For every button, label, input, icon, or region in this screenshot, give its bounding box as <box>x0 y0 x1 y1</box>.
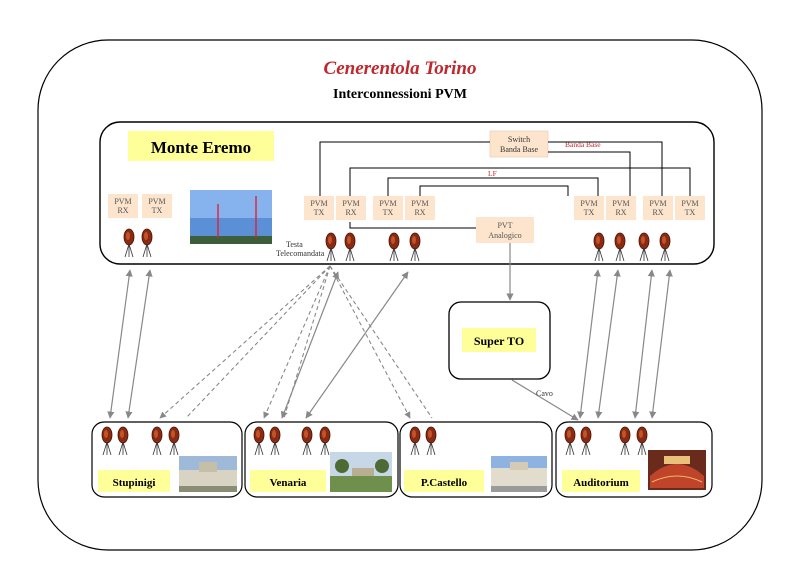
switch-label-line2: Banda Base <box>500 145 538 154</box>
site-auditorium: Auditorium <box>555 421 713 498</box>
dish-icon <box>409 232 421 262</box>
switch-box <box>489 130 549 158</box>
svg-text:PVM: PVM <box>379 199 396 208</box>
site-pcastello: P.Castello <box>399 421 553 498</box>
dashed-links <box>159 265 433 419</box>
svg-text:TX: TX <box>152 206 163 215</box>
svg-text:RX: RX <box>652 208 663 217</box>
dish-icon <box>141 228 153 258</box>
site-label: P.Castello <box>421 477 468 489</box>
svg-text:PVM: PVM <box>649 199 666 208</box>
switch-label-line1: Switch <box>508 135 530 144</box>
banda-base-annotation: Banda Base <box>565 140 601 149</box>
super-to-label-box <box>462 328 536 352</box>
dish-icon <box>593 232 605 262</box>
cavo-arrow <box>511 379 579 421</box>
svg-text:PVM: PVM <box>681 199 698 208</box>
svg-text:PVM: PVM <box>148 197 165 206</box>
dish-icon <box>614 232 626 262</box>
venaria-photo <box>330 452 392 492</box>
wiring-lines <box>319 141 691 229</box>
svg-text:PVM: PVM <box>612 199 629 208</box>
outer-frame <box>37 39 763 551</box>
monte-eremo-label: Monte Eremo <box>151 138 251 157</box>
auditorium-photo <box>648 450 706 490</box>
pvt-box <box>476 217 534 243</box>
pvt-label-line2: Analogico <box>488 231 521 240</box>
svg-text:TX: TX <box>584 208 595 217</box>
dish-icon <box>325 232 337 262</box>
super-to-label: Super TO <box>474 334 524 348</box>
svg-text:RX: RX <box>345 208 356 217</box>
radio-links <box>107 269 673 419</box>
svg-text:TX: TX <box>314 208 325 217</box>
monte-eremo-panel <box>99 121 715 265</box>
svg-text:PVM: PVM <box>342 199 359 208</box>
stupinigi-photo <box>179 456 237 492</box>
site-label: Auditorium <box>573 477 629 489</box>
testa-label-line1: Testa <box>286 240 303 249</box>
svg-text:PVM: PVM <box>580 199 597 208</box>
cavo-label: Cavo <box>536 389 553 398</box>
dish-icon <box>344 232 356 262</box>
site-label: Stupinigi <box>113 477 156 489</box>
pcastello-photo <box>491 456 547 492</box>
page-title: Cenerentola Torino <box>324 58 477 79</box>
svg-text:TX: TX <box>685 208 696 217</box>
dish-icon <box>659 232 671 262</box>
svg-text:PVM: PVM <box>114 197 131 206</box>
svg-text:PVM: PVM <box>411 199 428 208</box>
dish-icon <box>123 228 135 258</box>
site-venaria: Venaria <box>244 421 399 498</box>
site-label: Venaria <box>270 477 307 489</box>
lf-label: LF <box>488 169 497 178</box>
monte-eremo-label-box <box>128 131 274 161</box>
tower-photo <box>190 190 272 244</box>
svg-text:RX: RX <box>117 206 128 215</box>
svg-text:TX: TX <box>383 208 394 217</box>
pvt-label-line1: PVT <box>497 221 512 230</box>
svg-text:RX: RX <box>414 208 425 217</box>
dish-icon <box>638 232 650 262</box>
dish-icon <box>388 232 400 262</box>
page-subtitle: Interconnessioni PVM <box>333 87 467 102</box>
super-to-panel <box>448 301 551 380</box>
testa-label-line2: Telecomandata <box>276 249 325 258</box>
site-stupinigi: Stupinigi <box>91 421 243 498</box>
svg-text:RX: RX <box>615 208 626 217</box>
svg-text:PVM: PVM <box>310 199 327 208</box>
